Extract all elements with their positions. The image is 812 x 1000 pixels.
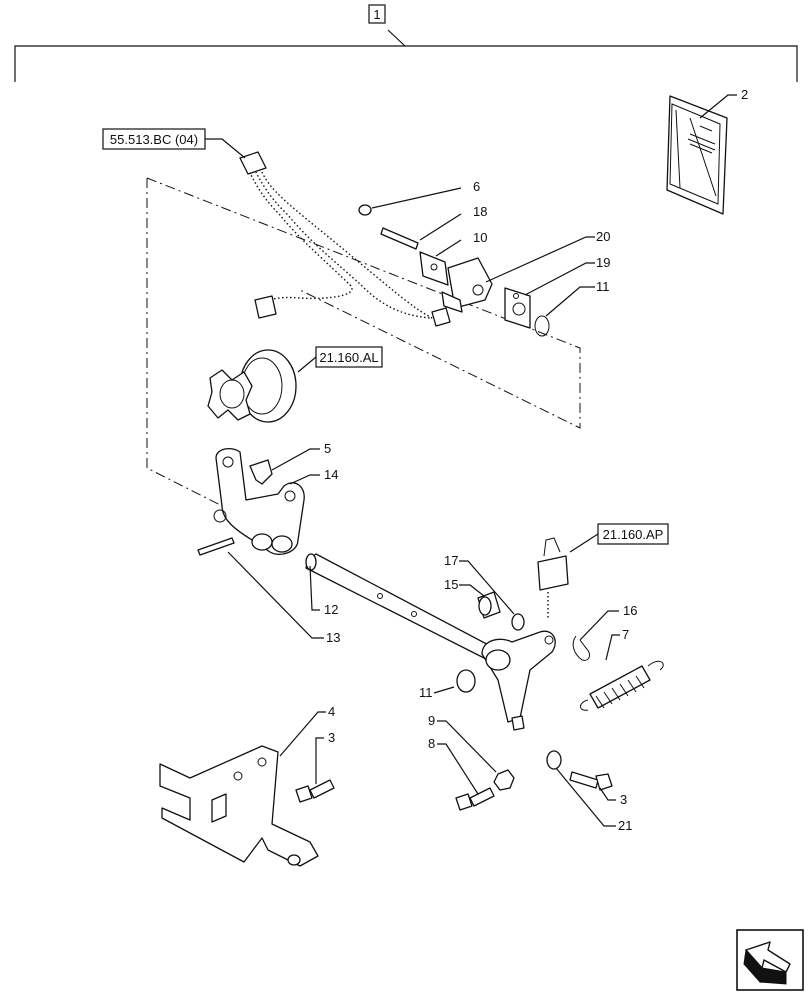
pin-and-bushing [477,591,525,631]
dash-dot-outline [146,177,581,521]
ref-21160ap-label: 21.160.AP [603,527,664,542]
callout-7: 7 [622,627,629,642]
callout-3-left: 3 [328,730,335,745]
wiring-harness [239,151,451,327]
sensor-bracket-group [358,204,550,337]
callout-12: 12 [324,602,338,617]
washer-lower [456,669,476,693]
callout-8: 8 [428,736,435,751]
ref-box-55513[interactable]: 55.513.BC (04) [102,128,246,159]
callout-14: 14 [324,467,338,482]
position-sensor [537,537,569,618]
fork-lever [213,447,305,555]
nut-9 [493,769,515,791]
callout-11-lower: 11 [419,685,433,700]
drive-gear [207,349,297,423]
ref-box-21160al[interactable]: 21.160.AL [297,346,383,373]
manual-booklet [666,95,728,215]
callout-17: 17 [444,553,458,568]
mounting-bracket [159,745,319,867]
ref-55513-label: 55.513.BC (04) [110,132,198,147]
callout-numbers: 2 6 18 10 20 19 11 5 14 17 15 16 7 12 13… [324,87,748,833]
callout-15: 15 [444,577,458,592]
next-page-arrow-icon[interactable] [736,929,804,991]
callout-21: 21 [618,818,632,833]
assembly-label-box[interactable]: 1 [368,4,386,24]
bolt-left [295,779,335,803]
callout-9: 9 [428,713,435,728]
callout-13: 13 [326,630,340,645]
washer-21 [546,750,562,770]
callout-18: 18 [473,204,487,219]
callout-16: 16 [623,603,637,618]
spring-clip [572,635,590,661]
callout-11-upper: 11 [596,279,610,294]
callout-5: 5 [324,441,331,456]
callout-20: 20 [596,229,610,244]
callout-4: 4 [328,704,335,719]
callout-6: 6 [473,179,480,194]
bolt-right [569,771,613,791]
bolt-8 [455,787,495,811]
assembly-bracket [14,29,798,82]
roll-pin [197,537,235,556]
ref-box-21160ap[interactable]: 21.160.AP [569,523,669,553]
assembly-number: 1 [373,7,380,22]
callout-10: 10 [473,230,487,245]
callout-19: 19 [596,255,610,270]
leader-lines [227,94,737,827]
return-spring [580,660,664,711]
ref-21160al-label: 21.160.AL [319,350,378,365]
callout-3-right: 3 [620,792,627,807]
shift-arm [481,630,556,731]
callout-2: 2 [741,87,748,102]
